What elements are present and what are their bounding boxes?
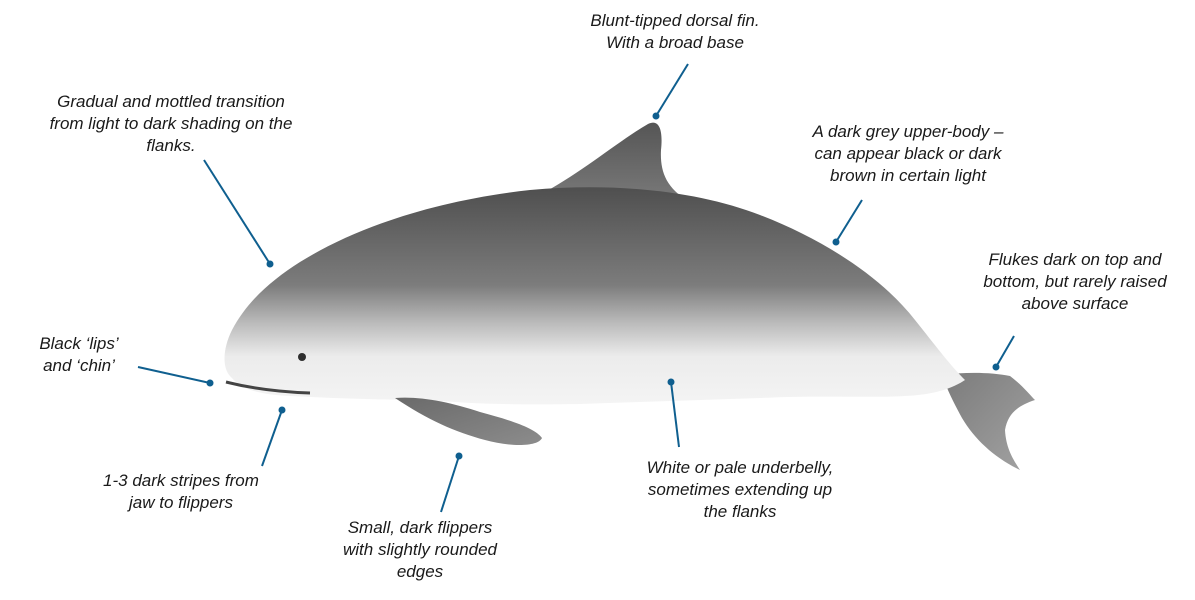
flippers-leader: [441, 456, 459, 512]
body-shape: [225, 187, 966, 404]
flanks-leader: [204, 160, 270, 264]
label-underbelly: White or pale underbelly,sometimes exten…: [600, 457, 880, 523]
annotation-line: and ‘chin’: [0, 355, 158, 377]
flukes-leader-dot: [993, 364, 1000, 371]
annotation-line: the flanks: [600, 501, 880, 523]
annotation-line: Flukes dark on top and: [955, 249, 1195, 271]
flukes-leader: [996, 336, 1014, 367]
label-lips-chin: Black ‘lips’and ‘chin’: [0, 333, 158, 377]
dorsal-fin-leader-dot: [653, 113, 660, 120]
annotation-line: from light to dark shading on the: [0, 113, 342, 135]
label-flanks-transition: Gradual and mottled transitionfrom light…: [0, 91, 342, 157]
jaw-stripes-leader: [262, 410, 282, 466]
eye-shape: [298, 353, 306, 361]
annotation-line: Gradual and mottled transition: [0, 91, 342, 113]
label-flukes: Flukes dark on top andbottom, but rarely…: [955, 249, 1195, 315]
annotation-line: sometimes extending up: [600, 479, 880, 501]
flipper-shape: [395, 398, 542, 445]
annotation-line: jaw to flippers: [70, 492, 292, 514]
annotation-line: can appear black or dark: [768, 143, 1048, 165]
flanks-leader-dot: [267, 261, 274, 268]
annotation-line: brown in certain light: [768, 165, 1048, 187]
upper-body-leader-dot: [833, 239, 840, 246]
label-flippers: Small, dark flipperswith slightly rounde…: [305, 517, 535, 583]
upper-body-leader: [836, 200, 862, 242]
annotation-line: With a broad base: [540, 32, 810, 54]
annotation-line: Small, dark flippers: [305, 517, 535, 539]
annotation-line: with slightly rounded: [305, 539, 535, 561]
lips-chin-leader-dot: [207, 380, 214, 387]
annotation-line: A dark grey upper-body –: [768, 121, 1048, 143]
jaw-stripes-leader-dot: [279, 407, 286, 414]
annotation-line: edges: [305, 561, 535, 583]
annotation-line: White or pale underbelly,: [600, 457, 880, 479]
label-dorsal-fin: Blunt-tipped dorsal fin.With a broad bas…: [540, 10, 810, 54]
annotation-line: Black ‘lips’: [0, 333, 158, 355]
dorsal-fin-leader: [656, 64, 688, 116]
annotation-line: flanks.: [0, 135, 342, 157]
tail-fluke-shape: [942, 373, 1035, 470]
annotation-line: 1-3 dark stripes from: [70, 470, 292, 492]
underbelly-leader-dot: [668, 379, 675, 386]
annotation-line: bottom, but rarely raised: [955, 271, 1195, 293]
annotation-line: Blunt-tipped dorsal fin.: [540, 10, 810, 32]
label-upper-body: A dark grey upper-body –can appear black…: [768, 121, 1048, 187]
annotation-line: above surface: [955, 293, 1195, 315]
flippers-leader-dot: [456, 453, 463, 460]
label-jaw-stripes: 1-3 dark stripes fromjaw to flippers: [70, 470, 292, 514]
